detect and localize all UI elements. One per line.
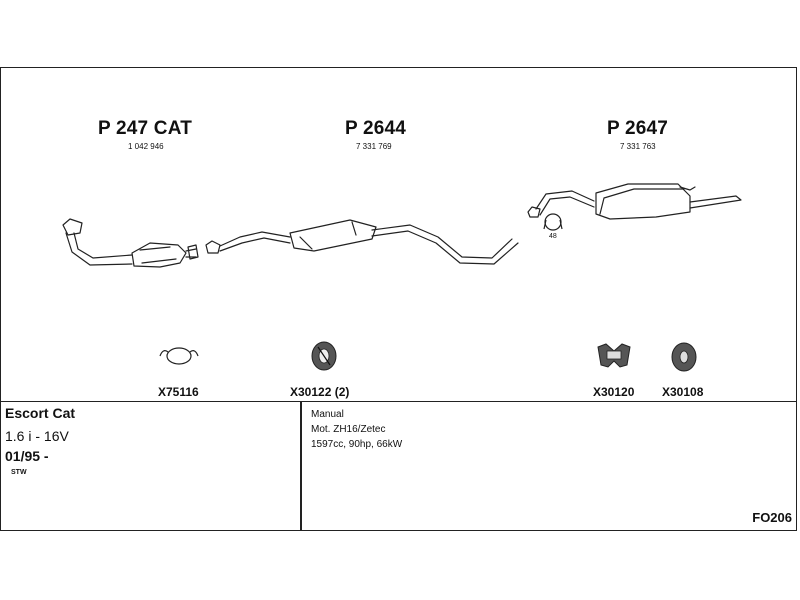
rubber-hanger-icon	[311, 341, 337, 371]
vehicle-date: 01/95 -	[5, 448, 49, 464]
fitting-code: X75116	[158, 385, 199, 399]
intermediate-silencer	[205, 219, 519, 265]
part-code: P 247 CAT	[98, 118, 193, 139]
part-reference: 1 042 946	[128, 142, 164, 151]
clamp-icon	[543, 213, 563, 231]
hanger-bracket-icon	[597, 343, 631, 368]
spec-transmission: Manual	[311, 409, 344, 420]
rear-silencer	[527, 183, 742, 220]
vehicle-body: STW	[11, 469, 27, 476]
catalog-code: FO206	[752, 510, 792, 525]
vehicle-engine: 1.6 i - 16V	[5, 428, 69, 444]
part-code: P 2647	[607, 118, 669, 139]
divider	[300, 401, 302, 531]
rubber-ring-icon	[671, 342, 697, 372]
vehicle-model: Escort Cat	[5, 405, 76, 421]
fitting-code: X30108	[662, 385, 704, 399]
vehicle-info-panel	[0, 401, 797, 531]
spec-motor: Mot. ZH16/Zetec	[311, 424, 386, 435]
clamp-label: 48	[549, 233, 557, 240]
gasket-icon	[159, 347, 199, 365]
part-code: P 2644	[345, 118, 407, 139]
diagram-frame	[0, 67, 797, 531]
spec-power: 1597cc, 90hp, 66kW	[311, 439, 403, 450]
front-pipe-catalyst	[62, 218, 199, 268]
exhaust-system-diagram	[62, 183, 742, 372]
fitting-code: X30122 (2)	[290, 385, 350, 399]
fitting-code: X30120	[593, 385, 635, 399]
part-reference: 7 331 763	[620, 142, 656, 151]
part-reference: 7 331 769	[356, 142, 392, 151]
